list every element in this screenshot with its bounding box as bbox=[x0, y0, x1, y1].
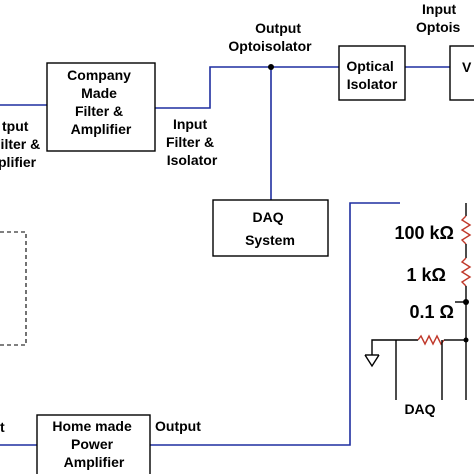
input-opto-label: Input Optois bbox=[416, 1, 461, 35]
resistor-0.1 bbox=[417, 334, 445, 346]
ground-symbol bbox=[364, 354, 380, 368]
resistor-100k-label: 100 kΩ bbox=[395, 223, 454, 243]
power-amplifier-box bbox=[36, 414, 151, 474]
wire-company-to-opto bbox=[155, 66, 339, 109]
power-output-label: Output bbox=[155, 418, 201, 434]
left-output-label: t bbox=[0, 419, 5, 435]
optical-isolator-box bbox=[338, 45, 406, 101]
resistor-1k-label: 1 kΩ bbox=[407, 265, 446, 285]
resistor-100k bbox=[460, 215, 472, 245]
junction-dot bbox=[268, 64, 274, 70]
power-amp-label: Home made Power Amplifier bbox=[52, 418, 135, 470]
daq-system-label: DAQ System bbox=[245, 209, 295, 248]
left-edge-label: tput Filter & plifier bbox=[0, 118, 44, 170]
optical-isolator-label: Optical Isolator bbox=[346, 58, 398, 92]
company-block-label: Company Made Filter & Amplifier bbox=[67, 67, 135, 137]
ground-feed bbox=[371, 339, 396, 355]
output-opto-label: Output Optoisolator bbox=[228, 20, 312, 54]
input-filter-label: Input Filter & Isolator bbox=[166, 116, 218, 168]
company-filter-amplifier-box bbox=[46, 62, 156, 152]
resistor-0.1-label: 0.1 Ω bbox=[410, 302, 454, 322]
daq-label: DAQ bbox=[404, 401, 435, 417]
resistor-1k bbox=[460, 257, 472, 287]
daq-system-box bbox=[212, 199, 329, 257]
dashed-box-outline bbox=[0, 231, 27, 346]
wire-amp-to-network bbox=[150, 202, 400, 446]
right-box-label: V bbox=[462, 59, 472, 75]
v-box bbox=[449, 45, 474, 101]
